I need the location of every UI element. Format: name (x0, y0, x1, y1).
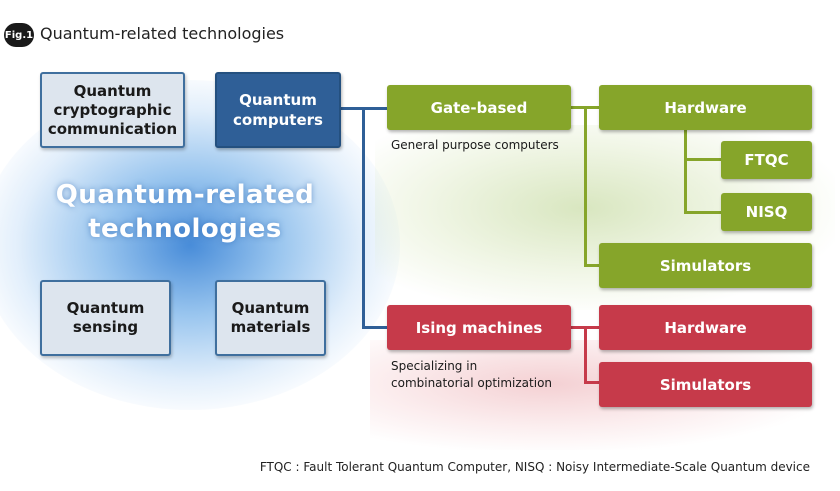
box-label-line: Quantum (66, 299, 145, 317)
ising-hardware-box: Hardware (599, 305, 812, 350)
box-label-line: computers (233, 111, 323, 129)
box-label-line: cryptographic (53, 100, 172, 119)
quantum-cryptographic-communication-box: Quantum cryptographic communication (40, 72, 185, 148)
gate-based-note: General purpose computers (391, 138, 559, 152)
box-label-line: communication (47, 119, 178, 138)
gate-hardware-box: Hardware (599, 85, 812, 130)
quantum-sensing-box: Quantum sensing (40, 280, 171, 356)
figure-badge: Fig.1 (4, 23, 34, 47)
center-title: Quantum-related technologies (40, 178, 330, 246)
ising-machines-box: Ising machines (387, 305, 571, 350)
box-label-line: Quantum (239, 91, 317, 109)
ising-note-line2: combinatorial optimization (391, 376, 553, 390)
box-label-line: Quantum (231, 299, 310, 317)
nisq-box: NISQ (721, 193, 812, 231)
ising-note: Specializing in combinatorial optimizati… (391, 358, 552, 392)
footnote: FTQC : Fault Tolerant Quantum Computer, … (259, 460, 810, 474)
ising-note-line1: Specializing in (391, 359, 478, 373)
figure-title: Quantum-related technologies (40, 24, 285, 43)
center-title-line1: Quantum-related (55, 180, 315, 210)
ising-simulators-box: Simulators (599, 362, 812, 407)
ftqc-box: FTQC (721, 141, 812, 179)
gate-simulators-box: Simulators (599, 243, 812, 288)
quantum-materials-box: Quantum materials (215, 280, 326, 356)
box-label-line: materials (230, 318, 311, 336)
quantum-computers-box: Quantum computers (215, 72, 341, 148)
gate-based-box: Gate-based (387, 85, 571, 130)
box-label-line: Quantum (73, 81, 152, 100)
center-title-line2: technologies (88, 214, 282, 244)
box-label-line: sensing (72, 318, 139, 336)
